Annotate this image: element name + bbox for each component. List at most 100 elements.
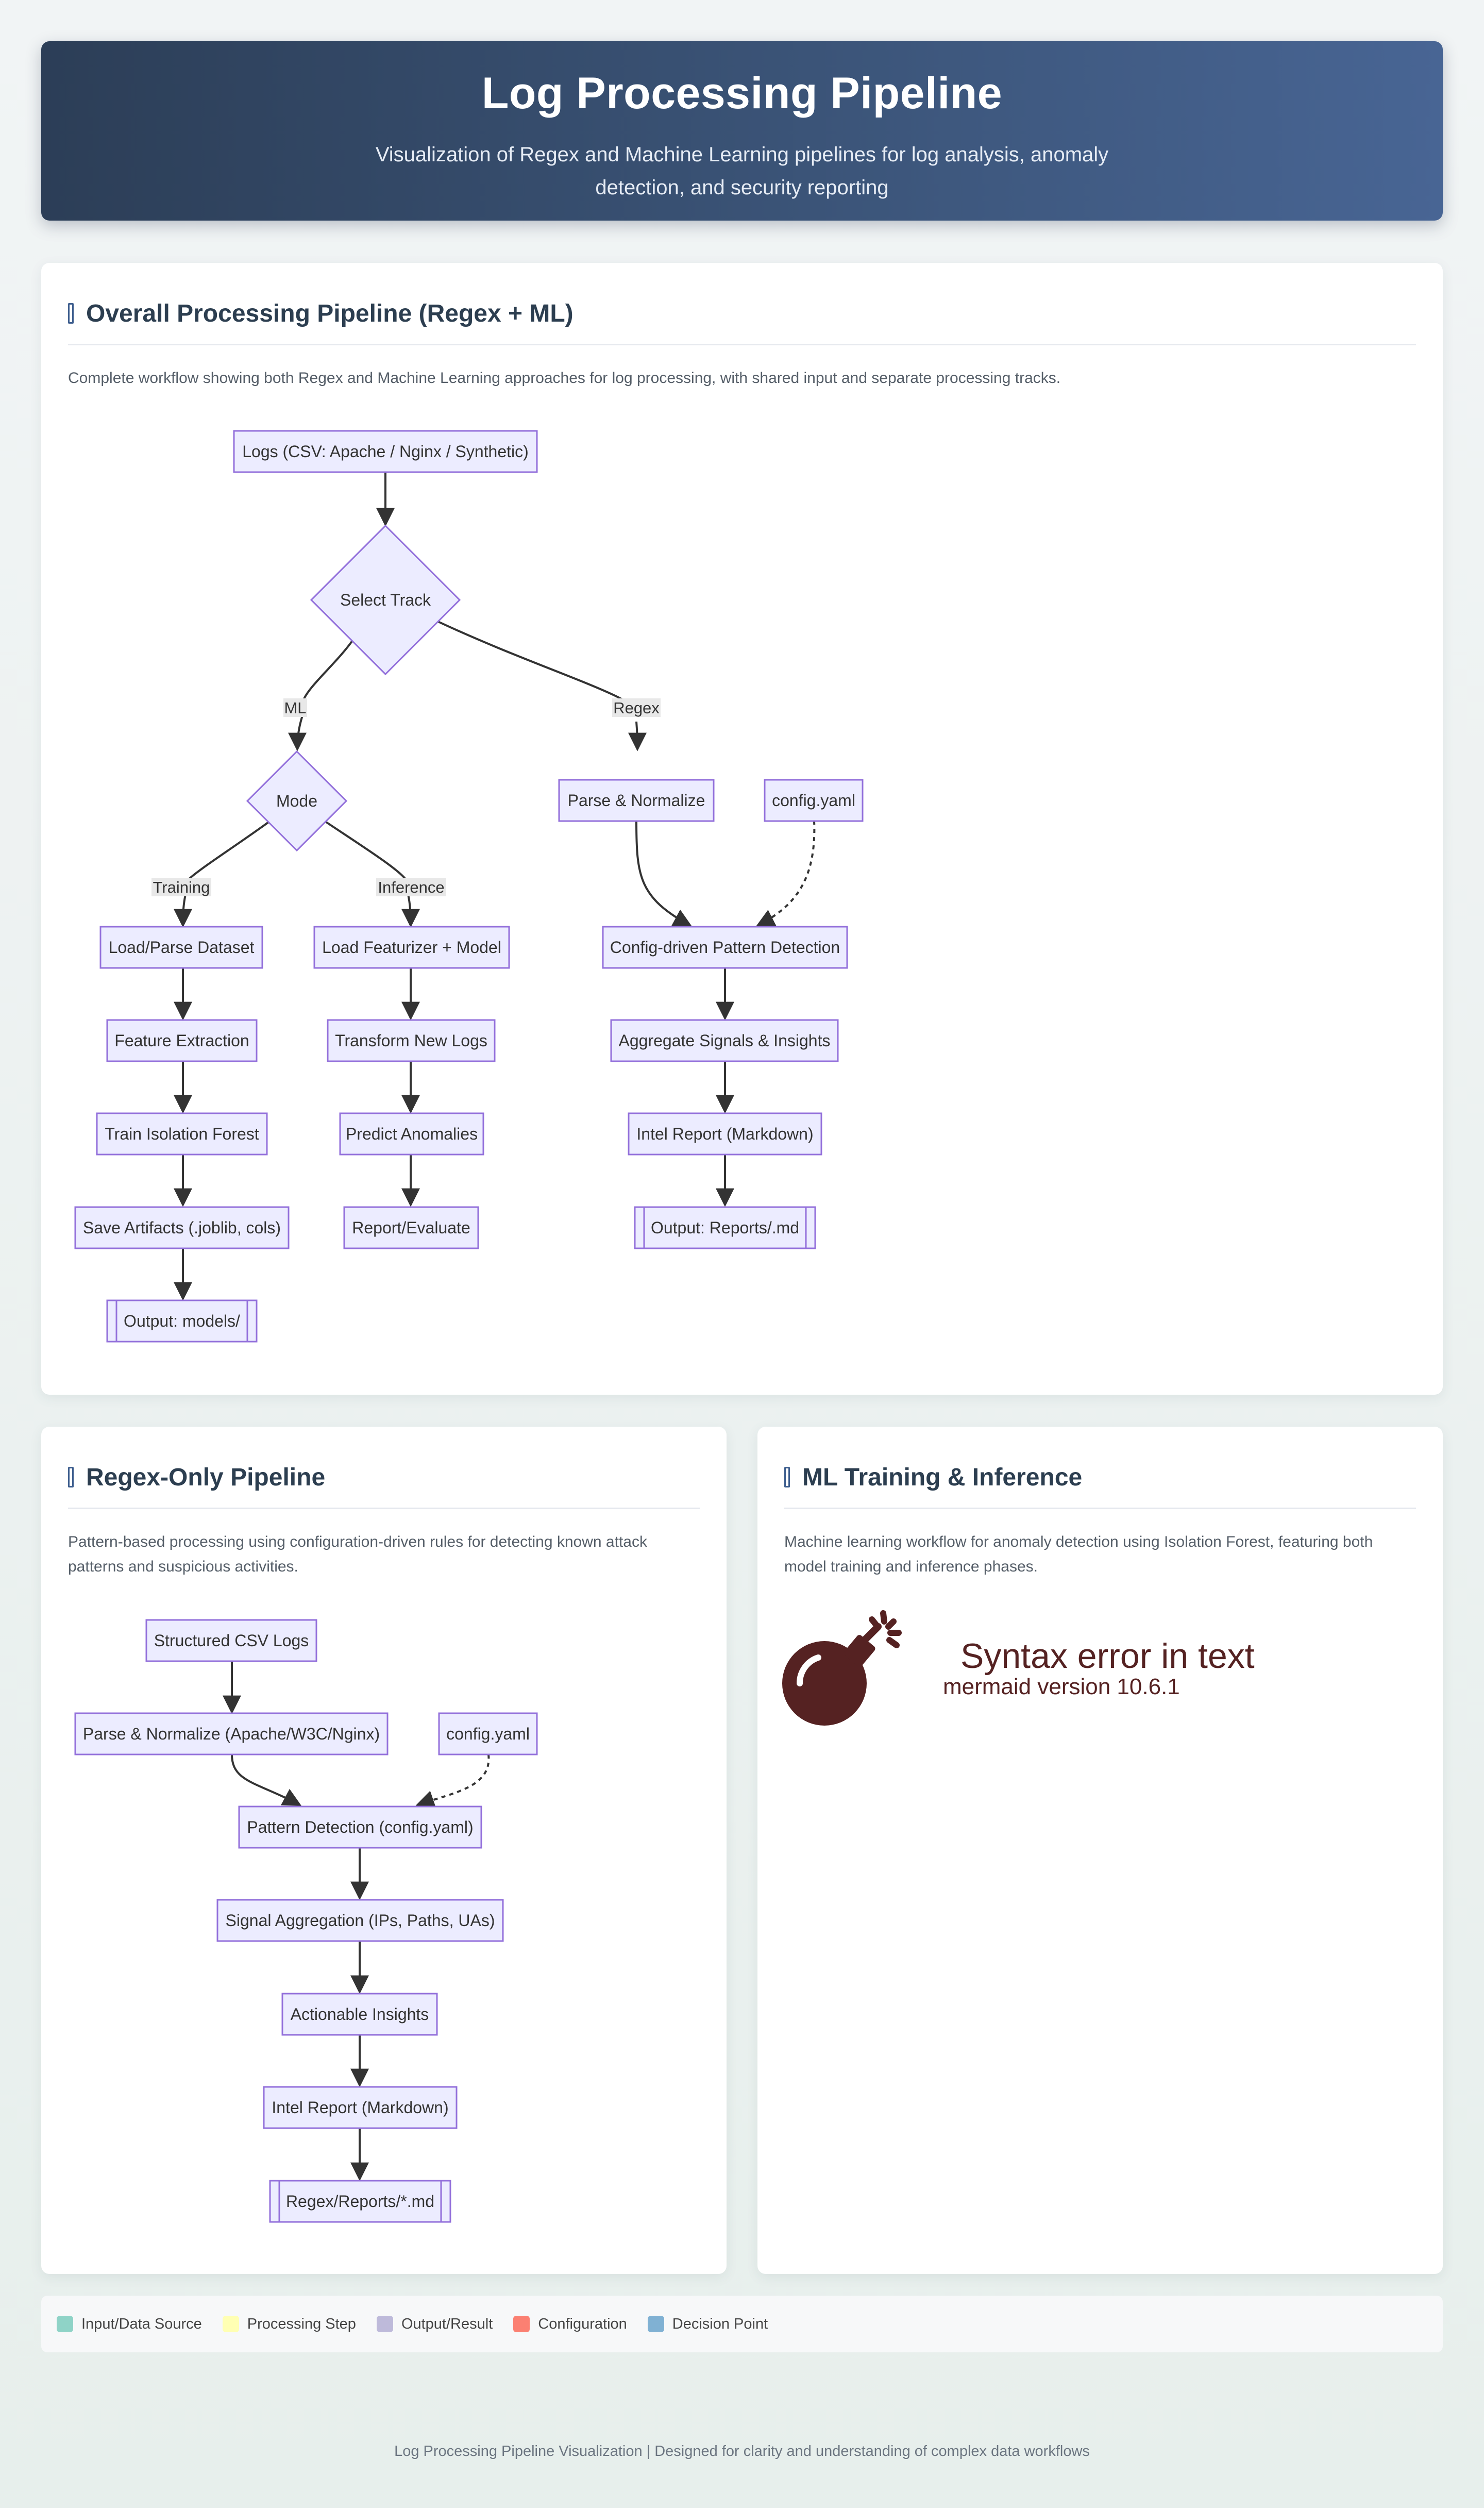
node-output-reports: Output: Reports/.md bbox=[634, 1206, 816, 1249]
search-icon bbox=[68, 1467, 74, 1487]
regex-node-config-yaml: config.yaml bbox=[438, 1712, 538, 1755]
legend-swatch bbox=[513, 2316, 530, 2332]
regex-pipeline-diagram: Structured CSV Logs Parse & Normalize (A… bbox=[74, 1619, 538, 2223]
legend-label: Input/Data Source bbox=[81, 2315, 202, 2332]
node-parse-normalize: Parse & Normalize bbox=[558, 779, 715, 822]
divider bbox=[68, 344, 1416, 345]
regex-node-intel-report: Intel Report (Markdown) bbox=[263, 2086, 458, 2129]
svg-text:Intel Report (Markdown): Intel Report (Markdown) bbox=[636, 1125, 813, 1143]
svg-text:Feature Extraction: Feature Extraction bbox=[114, 1031, 249, 1050]
legend-item-processing: Processing Step bbox=[222, 2315, 356, 2333]
page-title: Log Processing Pipeline bbox=[481, 69, 1003, 118]
edge-label-ml: ML bbox=[283, 698, 307, 717]
svg-text:Load/Parse Dataset: Load/Parse Dataset bbox=[109, 938, 255, 957]
node-predict-anomalies: Predict Anomalies bbox=[339, 1112, 484, 1156]
svg-text:Regex/Reports/*.md: Regex/Reports/*.md bbox=[286, 2192, 434, 2211]
overall-pipeline-heading: Overall Processing Pipeline (Regex + ML) bbox=[68, 288, 574, 339]
svg-text:Aggregate Signals & Insights: Aggregate Signals & Insights bbox=[619, 1031, 831, 1050]
node-transform-new-logs: Transform New Logs bbox=[327, 1019, 496, 1062]
node-output-models: Output: models/ bbox=[106, 1299, 258, 1343]
svg-text:Select Track: Select Track bbox=[340, 591, 431, 609]
page-header: Log Processing Pipeline Visualization of… bbox=[41, 41, 1443, 221]
regex-pipeline-description: Pattern-based processing using configura… bbox=[68, 1533, 647, 1575]
svg-text:Parse & Normalize (Apache/W3C/: Parse & Normalize (Apache/W3C/Nginx) bbox=[83, 1725, 380, 1743]
svg-text:Output: Reports/.md: Output: Reports/.md bbox=[651, 1218, 799, 1237]
regex-node-signal-aggregation: Signal Aggregation (IPs, Paths, UAs) bbox=[216, 1899, 504, 1942]
chart-icon bbox=[68, 303, 74, 324]
legend-label: Decision Point bbox=[672, 2315, 768, 2332]
svg-text:Save Artifacts (.joblib, cols): Save Artifacts (.joblib, cols) bbox=[83, 1218, 281, 1237]
regex-node-pattern-detection: Pattern Detection (config.yaml) bbox=[238, 1805, 482, 1849]
legend-label: Processing Step bbox=[247, 2315, 356, 2332]
regex-node-parse-normalize: Parse & Normalize (Apache/W3C/Nginx) bbox=[74, 1712, 389, 1755]
svg-text:Config-driven Pattern Detectio: Config-driven Pattern Detection bbox=[610, 938, 840, 957]
regex-node-output: Regex/Reports/*.md bbox=[269, 2180, 451, 2223]
svg-text:ML: ML bbox=[284, 699, 306, 717]
svg-text:Load Featurizer + Model: Load Featurizer + Model bbox=[322, 938, 501, 957]
mermaid-error: Syntax error in text mermaid version 10.… bbox=[782, 1610, 1421, 1734]
node-report-evaluate: Report/Evaluate bbox=[343, 1206, 479, 1249]
divider bbox=[784, 1508, 1416, 1509]
divider bbox=[68, 1508, 700, 1509]
legend: Input/Data Source Processing Step Output… bbox=[41, 2296, 1443, 2352]
node-config-yaml: config.yaml bbox=[764, 779, 864, 822]
node-mode: Mode bbox=[246, 750, 348, 852]
svg-text:Predict Anomalies: Predict Anomalies bbox=[346, 1125, 478, 1143]
legend-item-input: Input/Data Source bbox=[57, 2316, 202, 2333]
page-footer: Log Processing Pipeline Visualization | … bbox=[394, 2443, 1090, 2460]
edge-label-inference: Inference bbox=[376, 878, 446, 896]
node-load-featurizer-model: Load Featurizer + Model bbox=[313, 926, 510, 969]
page-subtitle: Visualization of Regex and Machine Learn… bbox=[375, 143, 1109, 199]
robot-icon bbox=[784, 1467, 790, 1487]
legend-item-configuration: Configuration bbox=[513, 2316, 627, 2333]
svg-text:Structured CSV Logs: Structured CSV Logs bbox=[154, 1631, 309, 1650]
legend-item-output: Output/Result bbox=[376, 2315, 493, 2333]
svg-text:Mode: Mode bbox=[276, 792, 317, 810]
svg-text:Regex: Regex bbox=[613, 699, 660, 717]
bomb-icon bbox=[782, 1610, 902, 1726]
legend-label: Output/Result bbox=[401, 2315, 493, 2332]
node-feature-extraction: Feature Extraction bbox=[106, 1019, 258, 1062]
overall-pipeline-card: Overall Processing Pipeline (Regex + ML)… bbox=[41, 263, 1443, 1395]
svg-text:Pattern Detection (config.yaml: Pattern Detection (config.yaml) bbox=[247, 1818, 473, 1836]
regex-pipeline-card: Regex-Only Pipeline Pattern-based proces… bbox=[41, 1427, 727, 2274]
error-title: Syntax error in text bbox=[960, 1636, 1255, 1676]
svg-text:Inference: Inference bbox=[378, 878, 444, 896]
node-config-driven-detection: Config-driven Pattern Detection bbox=[602, 926, 848, 969]
svg-text:Output: models/: Output: models/ bbox=[124, 1312, 240, 1330]
svg-text:Training: Training bbox=[153, 878, 210, 896]
ml-pipeline-description: Machine learning workflow for anomaly de… bbox=[784, 1533, 1373, 1575]
overall-pipeline-title: Overall Processing Pipeline (Regex + ML) bbox=[86, 299, 574, 327]
svg-text:Actionable Insights: Actionable Insights bbox=[291, 2005, 429, 2024]
legend-item-decision: Decision Point bbox=[647, 2315, 768, 2333]
regex-node-actionable-insights: Actionable Insights bbox=[281, 1993, 438, 2036]
ml-pipeline-title: ML Training & Inference bbox=[802, 1463, 1083, 1491]
regex-pipeline-heading: Regex-Only Pipeline bbox=[68, 1451, 325, 1503]
ml-pipeline-card: ML Training & Inference Machine learning… bbox=[757, 1427, 1443, 2274]
svg-text:Parse & Normalize: Parse & Normalize bbox=[568, 791, 705, 810]
error-version: mermaid version 10.6.1 bbox=[943, 1674, 1180, 1699]
regex-pipeline-title: Regex-Only Pipeline bbox=[86, 1463, 326, 1491]
edge-label-training: Training bbox=[151, 878, 211, 896]
svg-text:Transform New Logs: Transform New Logs bbox=[335, 1031, 487, 1050]
overall-pipeline-description: Complete workflow showing both Regex and… bbox=[68, 370, 1061, 387]
ml-pipeline-heading: ML Training & Inference bbox=[784, 1451, 1082, 1503]
node-save-artifacts: Save Artifacts (.joblib, cols) bbox=[74, 1206, 290, 1249]
svg-text:Report/Evaluate: Report/Evaluate bbox=[352, 1218, 470, 1237]
svg-text:config.yaml: config.yaml bbox=[772, 791, 855, 810]
svg-text:Signal Aggregation (IPs, Paths: Signal Aggregation (IPs, Paths, UAs) bbox=[226, 1911, 495, 1930]
legend-label: Configuration bbox=[538, 2315, 627, 2332]
legend-swatch bbox=[222, 2316, 239, 2332]
node-train-isolation-forest: Train Isolation Forest bbox=[96, 1112, 268, 1156]
svg-text:config.yaml: config.yaml bbox=[446, 1725, 530, 1743]
node-logs: Logs (CSV: Apache / Nginx / Synthetic) bbox=[233, 430, 538, 473]
svg-text:Train Isolation Forest: Train Isolation Forest bbox=[105, 1125, 259, 1143]
svg-text:Logs (CSV: Apache / Nginx / Sy: Logs (CSV: Apache / Nginx / Synthetic) bbox=[242, 442, 529, 461]
svg-text:Intel Report (Markdown): Intel Report (Markdown) bbox=[272, 2098, 448, 2117]
overall-pipeline-diagram: ML Regex Training Inference Logs (CSV: A… bbox=[74, 430, 864, 1343]
legend-swatch bbox=[57, 2316, 73, 2332]
legend-swatch bbox=[647, 2316, 664, 2332]
edge-label-regex: Regex bbox=[612, 698, 661, 717]
node-aggregate-signals: Aggregate Signals & Insights bbox=[610, 1019, 839, 1062]
